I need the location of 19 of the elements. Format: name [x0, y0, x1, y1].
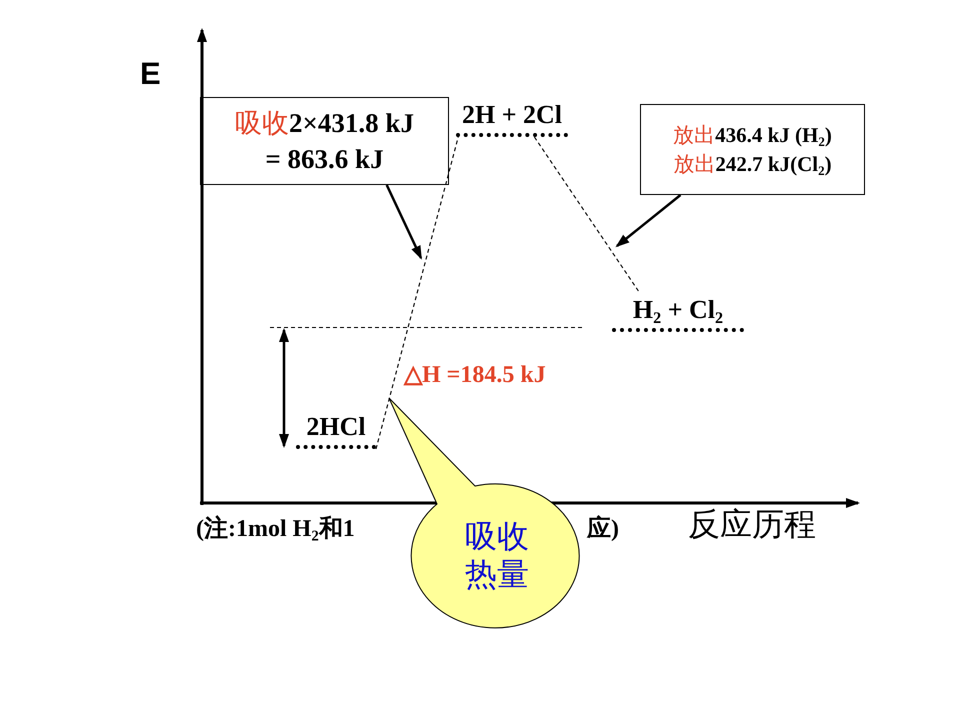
formula-label: 2H + 2Cl [462, 101, 562, 130]
axis-label: 反应历程 [688, 506, 816, 543]
dashed-line [534, 136, 639, 292]
speech-bubble [387, 396, 583, 630]
annotation-box [200, 97, 449, 185]
note-text: (注:1mol H$_{2}$和1 [196, 516, 355, 544]
formula-label: 2HCl [306, 413, 366, 442]
formula-label: H$_{2}$ + Cl$_{2}$ [632, 296, 724, 325]
arrow [615, 194, 682, 248]
annotation-text: 吸收2×431.8 kJ = 863.6 kJ [234, 106, 415, 176]
enthalpy-label: △H =184.5 kJ [404, 362, 546, 390]
annotation-box [640, 104, 865, 195]
dashed-line [375, 136, 459, 450]
arrow [386, 184, 422, 260]
bubble-text: 吸收热量 [464, 516, 530, 594]
annotation-text: 放出242.7 kJ(Cl$_{2}$) [673, 150, 832, 178]
annotation-text: 放出436.4 kJ (H$_{2}$) [673, 122, 832, 150]
note-text: 应) [587, 516, 619, 544]
axis-label: E [140, 56, 161, 92]
